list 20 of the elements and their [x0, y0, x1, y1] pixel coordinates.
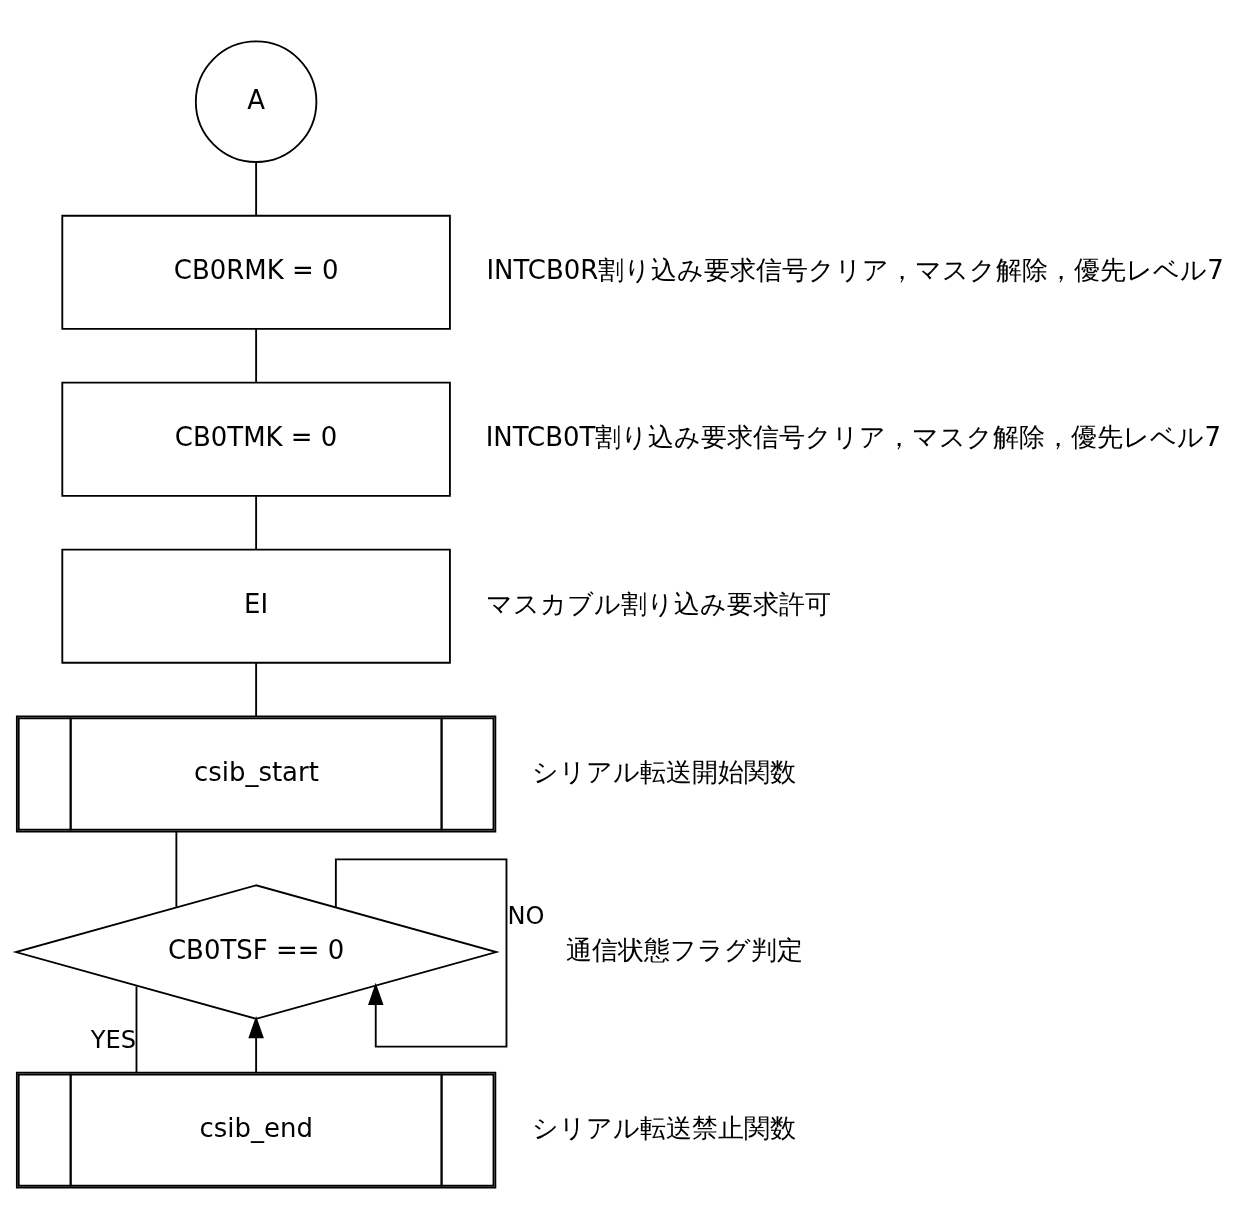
connector: [135, 984, 138, 1073]
connector: [255, 661, 258, 717]
node-circle: A: [194, 40, 318, 163]
node-label: INTCB0R割り込み要求信号クリア，マスク解除，優先レベル7: [486, 254, 1224, 285]
arrow: [248, 1015, 264, 1073]
edge-label: NO: [507, 901, 545, 930]
connector: [255, 160, 258, 216]
node-label: INTCB0T割り込み要求信号クリア，マスク解除，優先レベル7: [485, 421, 1221, 452]
connector: [175, 830, 178, 908]
node-box: CB0RMK = 0: [61, 214, 451, 330]
node-box: CB0TMK = 0: [61, 381, 451, 497]
edge-label: YES: [90, 1025, 136, 1054]
node-label: マスカブル割り込み要求許可: [486, 588, 832, 619]
node-diamond: CB0TSF == 0: [12, 883, 500, 1020]
connector: [255, 327, 258, 383]
connector: [255, 494, 258, 550]
node-label: シリアル転送開始関数: [532, 756, 797, 787]
node-box: EI: [61, 548, 451, 664]
node-label: 通信状態フラグ判定: [566, 934, 804, 965]
node-label: シリアル転送禁止関数: [532, 1112, 797, 1143]
